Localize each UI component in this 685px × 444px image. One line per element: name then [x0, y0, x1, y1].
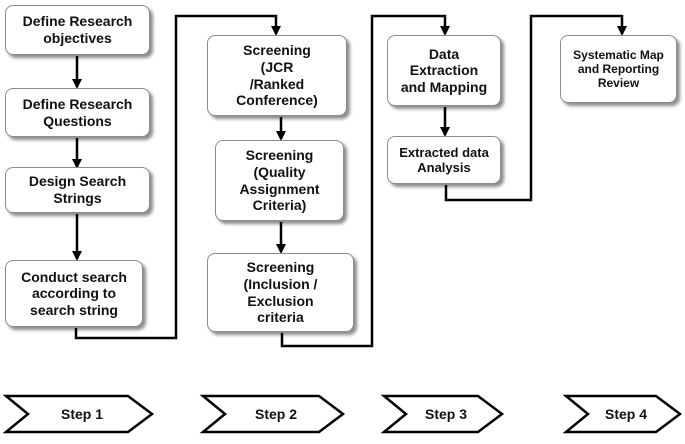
box-label: Screening (Quality Assignment Criteria) [239, 147, 320, 214]
box-design-search-strings: Design Search Strings [5, 167, 150, 213]
box-label: Define Research objectives [22, 13, 133, 46]
step-1-chevron-shape [2, 394, 155, 434]
connector-column1-to-column2 [74, 14, 281, 340]
step-3-chevron-shape [380, 394, 505, 434]
box-conduct-search: Conduct search according to search strin… [5, 260, 143, 327]
box-label: Design Search Strings [28, 173, 127, 206]
box-label: Screening (JCR /Ranked Conference) [236, 42, 318, 109]
step-1-label: Step 1 [60, 406, 103, 422]
box-label: Systematic Map and Reporting Review [573, 47, 664, 91]
box-define-research-objectives: Define Research objectives [5, 5, 150, 55]
box-screening-inclusion: Screening (Inclusion / Exclusion criteri… [207, 253, 354, 332]
connector-column2-to-column3 [280, 14, 450, 348]
step-4-chevron-shape [562, 394, 683, 434]
box-label: Data Extraction and Mapping [400, 45, 488, 95]
box-systematic-map: Systematic Map and Reporting Review [560, 35, 677, 103]
step-4-label: Step 4 [604, 406, 647, 422]
box-extracted-data-analysis: Extracted data Analysis [387, 136, 501, 184]
box-screening-quality: Screening (Quality Assignment Criteria) [215, 140, 344, 221]
box-data-extraction: Data Extraction and Mapping [387, 35, 501, 106]
box-screening-jcr: Screening (JCR /Ranked Conference) [207, 35, 347, 116]
connector-column3-to-column4 [444, 14, 627, 202]
step-2-chevron-shape [199, 394, 346, 434]
step-3-label: Step 3 [424, 406, 467, 422]
step-2-label: Step 2 [254, 406, 297, 422]
box-label: Define Research Questions [22, 95, 133, 129]
box-label: Screening (Inclusion / Exclusion criteri… [243, 259, 318, 326]
box-define-research-questions: Define Research Questions [5, 88, 150, 137]
box-label: Conduct search according to search strin… [21, 268, 127, 318]
box-label: Extracted data Analysis [399, 144, 489, 175]
